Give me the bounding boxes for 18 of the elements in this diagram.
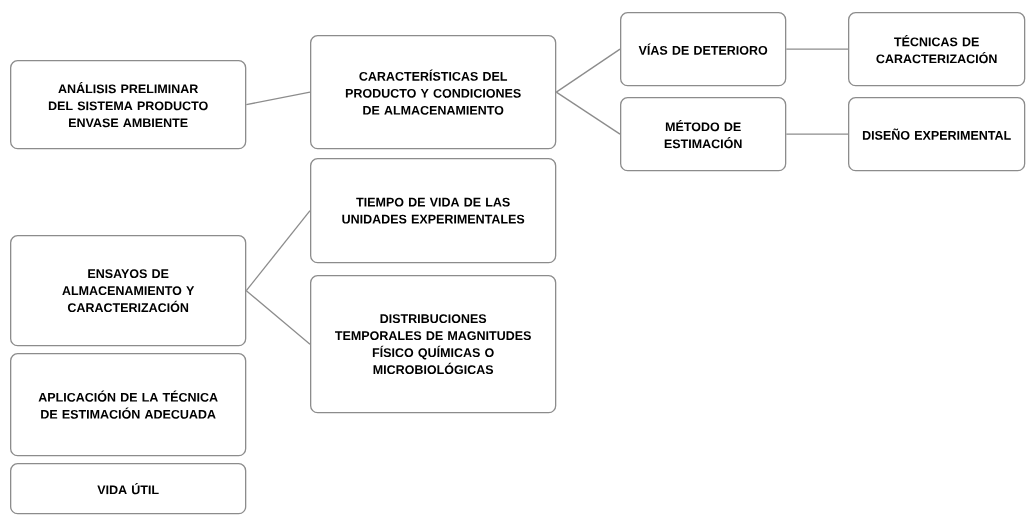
connector-line (555, 48, 621, 93)
process-box: VÍAS DE DETERIORO (620, 12, 787, 87)
process-box: ANÁLISIS PRELIMINAR DEL SISTEMA PRODUCTO ENVASE AMBIENTE (10, 60, 247, 150)
process-box: CARACTERÍSTICAS DEL PRODUCTO Y CONDICIONES DE ALMACENAMIENTO (310, 35, 557, 150)
connector-line (785, 48, 849, 50)
process-box: MÉTODO DE ESTIMACIÓN (620, 97, 787, 172)
process-box: DISTRIBUCIONES TEMPORALES DE MAGNITUDES FÍSICO QUÍMICAS O MICROBIOLÓGICAS (310, 275, 557, 414)
process-box: APLICACIÓN DE LA TÉCNICA DE ESTIMACIÓN ADECUADA (10, 353, 247, 457)
connector-line (555, 91, 621, 135)
connector-line (245, 290, 311, 345)
connector-line (785, 133, 849, 135)
process-box: VIDA ÚTIL (10, 463, 247, 515)
process-box: DISEÑO EXPERIMENTAL (848, 97, 1026, 172)
process-box: TÉCNICAS DE CARACTERIZACIÓN (848, 12, 1026, 87)
process-box: ENSAYOS DE ALMACENAMIENTO Y CARACTERIZACIÓN (10, 235, 247, 347)
process-box: TIEMPO DE VIDA DE LAS UNIDADES EXPERIMENTALES (310, 158, 557, 264)
connector-line (245, 210, 311, 292)
connector-line (245, 91, 311, 106)
